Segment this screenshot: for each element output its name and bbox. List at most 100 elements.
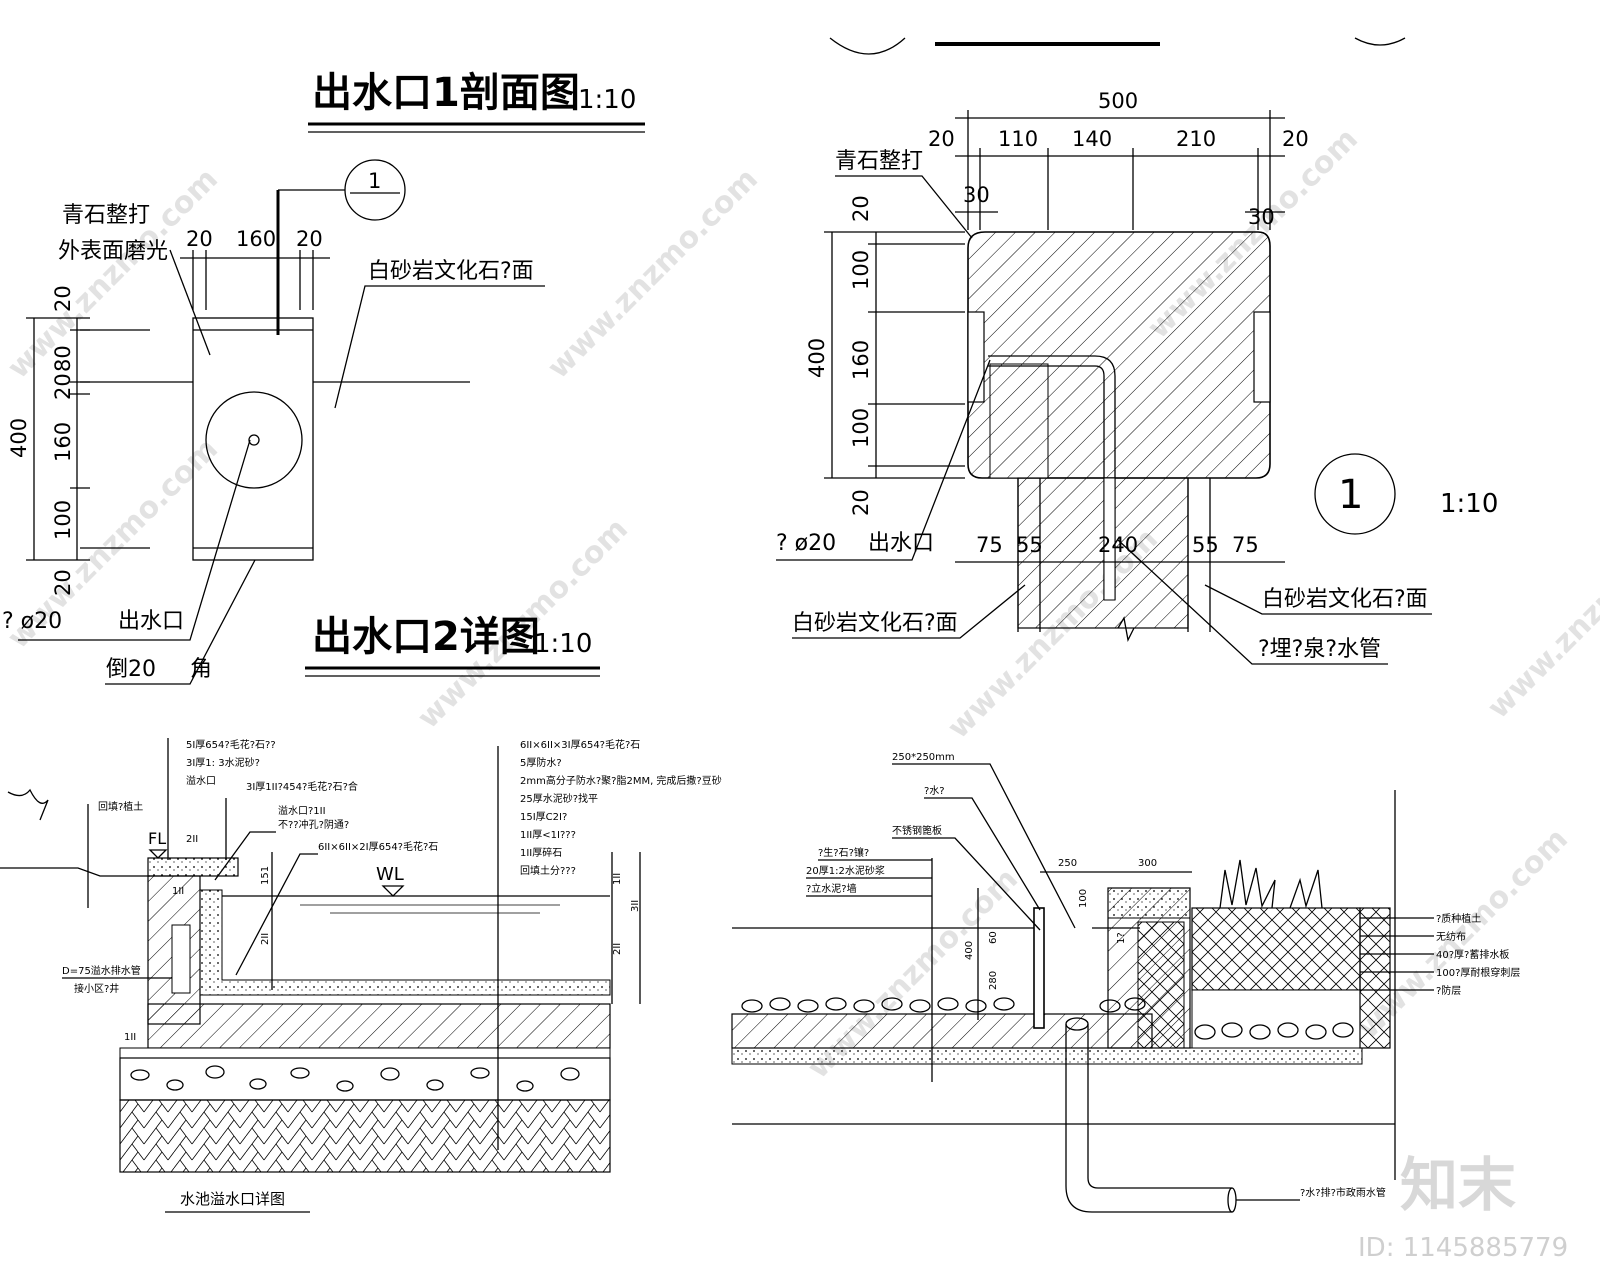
break-line	[1117, 616, 1135, 643]
outlet-hole	[248, 434, 260, 446]
note-top-3: 不锈钢篦板	[892, 824, 942, 837]
dim-top-2: 110	[998, 127, 1038, 151]
drain-pipe	[1065, 1024, 1232, 1213]
dim-left-total: 400	[805, 338, 829, 378]
note-right-2: 无纺布	[1436, 930, 1466, 943]
note-b-3: 6II×6II×2I厚654?毛花?石	[318, 840, 438, 853]
dim-text: 280	[988, 971, 999, 990]
note-right-4: 100?厚耐根穿刺层	[1436, 966, 1520, 979]
note-c-3: 2mm高分子防水?聚?脂2MM, 完成后撒?豆砂	[520, 774, 722, 787]
pipe-inner	[988, 365, 1105, 600]
dim-top-1: 20	[186, 227, 213, 251]
watermark-text: www.znzmo.com	[541, 162, 765, 386]
dim-text: 151	[260, 866, 271, 885]
dim-text: 2II	[186, 834, 198, 845]
leader-line	[1117, 539, 1388, 665]
drawing-1-title: 出水口1剖面图	[312, 70, 580, 116]
note-top-2: ?水?	[924, 785, 945, 797]
overflow-pipe	[171, 924, 191, 994]
note-right-3: 40?厚?蓄排水板	[1436, 948, 1509, 961]
drain-pipe	[1087, 1024, 1232, 1189]
drawing-2-scale: 1:10	[534, 629, 592, 659]
stone-block	[192, 317, 314, 561]
drawing-2-title: 出水口2详图	[312, 614, 540, 660]
dim-left-3: 20	[51, 373, 75, 400]
pebble-layer	[741, 997, 1146, 1013]
leader-line	[105, 559, 256, 685]
leader-line	[18, 439, 251, 641]
pipe-vertical	[1103, 477, 1116, 601]
dim-left-2: 80	[51, 345, 75, 372]
cushion-layer	[119, 1047, 611, 1059]
note-bottom: ?水?排?市政雨水管	[1300, 1186, 1386, 1199]
dim-text: 60	[988, 931, 999, 944]
dim-top-total: 500	[1098, 89, 1138, 113]
leader-line	[892, 763, 1076, 929]
wall-core	[1137, 921, 1185, 1049]
leader-line	[169, 249, 211, 356]
drawing-3-outlet-plan: 500 20 110 140 210 20 30 30 20 100 160 1…	[776, 89, 1498, 665]
pipe-end	[1227, 1187, 1237, 1213]
note-top-4: ?生?石?镶?	[818, 846, 869, 859]
dim-left-3: 160	[849, 340, 873, 380]
planter-edge	[1359, 907, 1391, 1049]
plant	[1219, 859, 1276, 909]
drawing-1-outlet-section: 出水口1剖面图 1:10 1 青石整打 外表面磨光 白砂岩文化石?面 ? ø20…	[2, 70, 645, 685]
dim-top-2: 160	[236, 227, 276, 251]
shrub	[7, 788, 49, 821]
partial-circle	[829, 37, 906, 55]
pool-lining	[199, 889, 611, 996]
dim-left-1: 20	[849, 195, 873, 222]
note-top-5: 20厚1:2水泥砂浆	[806, 864, 885, 877]
fl-label: FL	[148, 829, 166, 848]
dim-left-5: 100	[51, 500, 75, 540]
planting-soil	[1191, 907, 1361, 991]
note-top-1: 250*250mm	[892, 752, 955, 763]
label-culture-stone: 白砂岩文化石?面	[368, 259, 534, 284]
gravel-stones	[130, 1065, 580, 1092]
label-stone: 青石整打	[62, 203, 150, 228]
label-stone: 青石整打	[835, 149, 923, 174]
note-c-8: 回填土分???	[520, 864, 576, 877]
note-c-2: 5厚防水?	[520, 756, 562, 769]
dim-text: 2II	[612, 943, 623, 955]
pipe-outer	[988, 355, 1116, 600]
brand-logo: 知末 ID: 1145885779	[1358, 1151, 1568, 1263]
dim-top-3: 20	[296, 227, 323, 251]
dim-text: 1II	[612, 873, 623, 885]
leader-line	[776, 359, 991, 561]
dim-top-3: 140	[1072, 127, 1112, 151]
wall-cap	[1107, 887, 1191, 919]
left-label-3: 接小区?井	[74, 982, 119, 995]
compacted-soil	[119, 1099, 611, 1173]
image-id: ID: 1145885779	[1358, 1233, 1568, 1263]
label-outlet: 出水口	[118, 609, 184, 634]
watermark-text: www.znzmo.com	[1481, 502, 1600, 726]
note-top-6: ?立水泥?墙	[806, 882, 857, 895]
fl-marker	[148, 849, 168, 859]
note-a-2: 3I厚1: 3水泥砂?	[186, 756, 260, 769]
plant	[1289, 869, 1323, 909]
dim-text: 250	[1058, 858, 1077, 869]
dim-text: 1II	[124, 1032, 136, 1043]
brand-logo-text: 知末	[1400, 1151, 1516, 1219]
note-right-5: ?防层	[1436, 984, 1461, 997]
label-stone-finish: 外表面磨光	[58, 239, 168, 264]
dim-bottom-5: 75	[1232, 533, 1259, 557]
dim-left-4: 100	[849, 408, 873, 448]
dim-text: 1?	[1116, 932, 1127, 944]
dim-text: 2II	[260, 933, 271, 945]
dim-chamfer-right: 30	[1248, 205, 1275, 229]
section-marker-number: 1	[368, 169, 381, 193]
dim-left-6: 20	[51, 569, 75, 596]
drainage-layer	[1191, 989, 1361, 1049]
note-a-3: 溢水口	[186, 774, 216, 787]
dim-text: 400	[964, 941, 975, 960]
partial-circle	[1354, 37, 1406, 46]
dim-top-1: 20	[928, 127, 955, 151]
drain-inlet	[1065, 1017, 1089, 1031]
leader-line	[835, 175, 973, 239]
dim-bottom-1: 75	[976, 533, 1003, 557]
note-c-4: 25厚水泥砂?找平	[520, 792, 598, 805]
